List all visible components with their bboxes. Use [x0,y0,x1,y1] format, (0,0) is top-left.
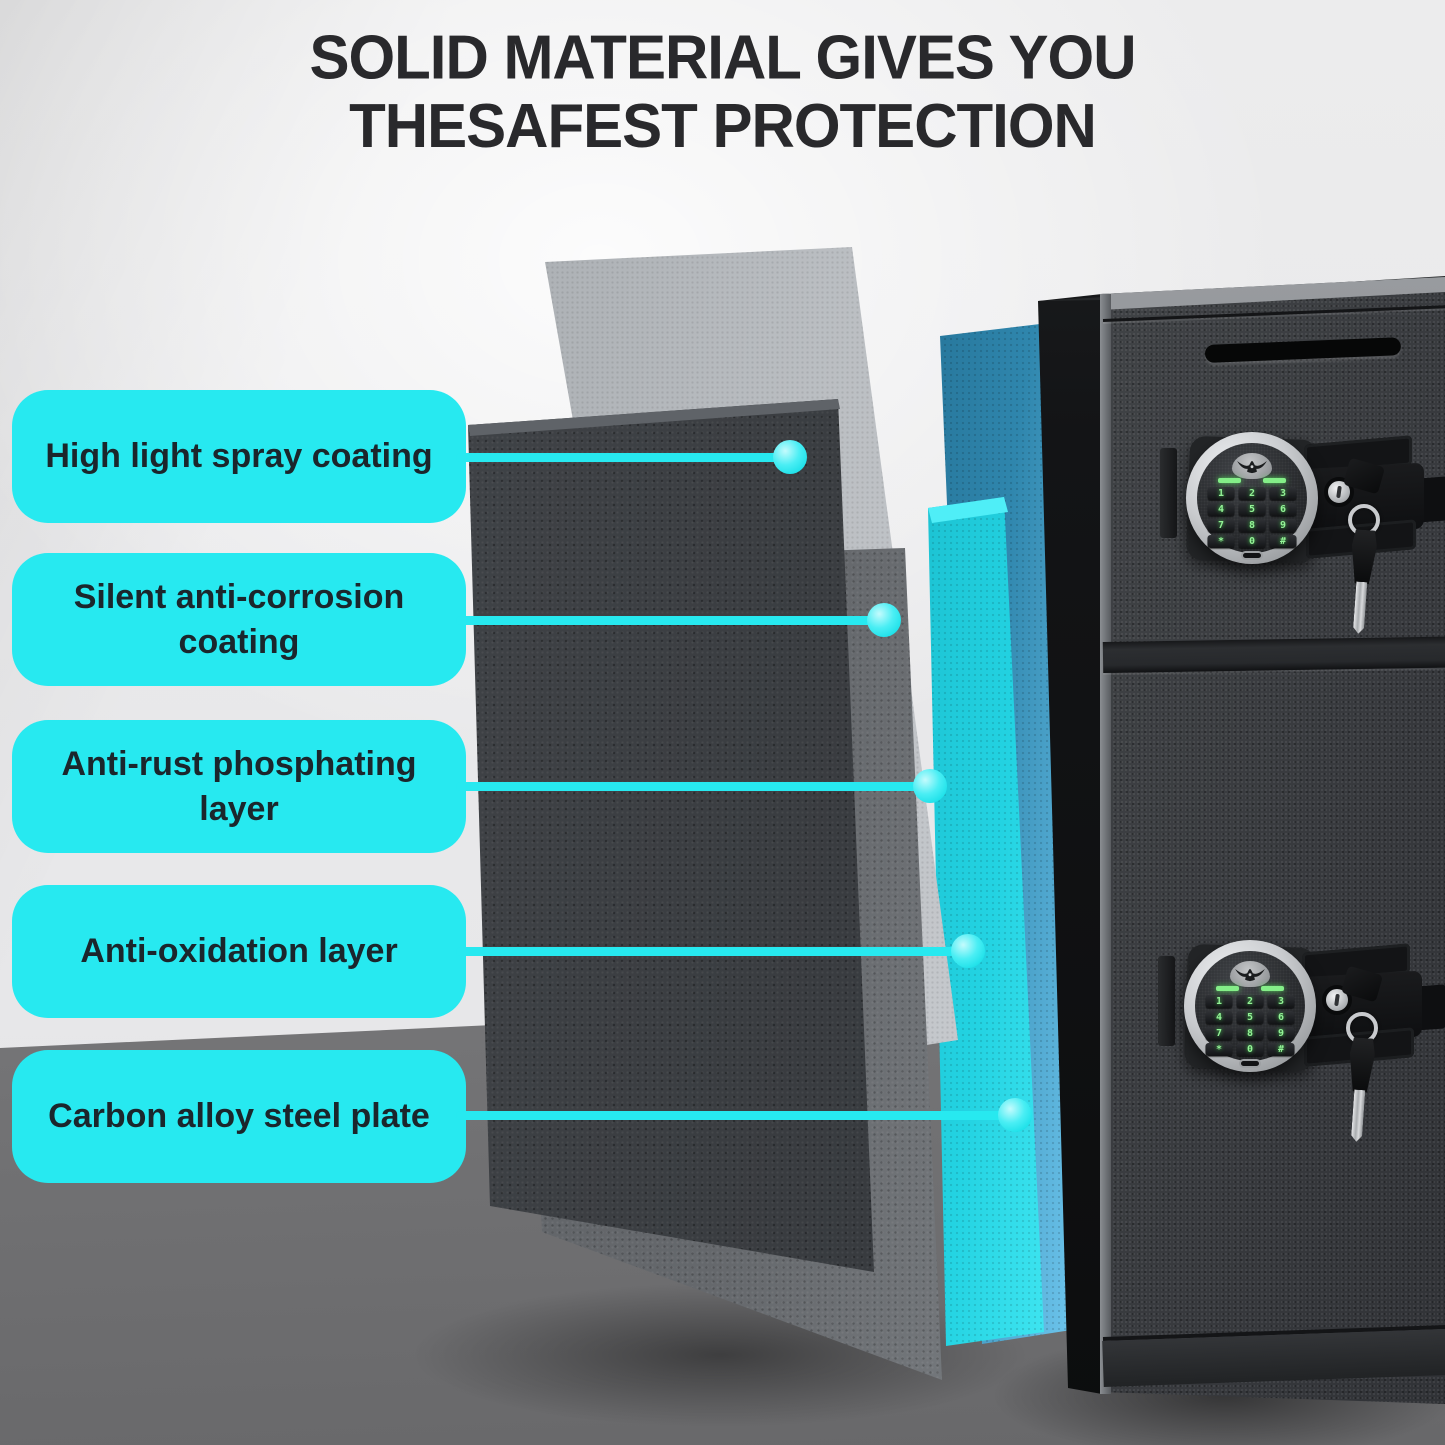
eagle-logo-icon [1230,961,1270,987]
keypad-key: 9 [1267,1027,1295,1040]
callout-line [456,453,790,462]
layer-label-pill: Anti-rust phosphating layer [12,720,466,853]
keypad-key: * [1205,1043,1233,1056]
keypad-hinge-tab [1160,448,1177,538]
callout-dot-icon [867,603,901,637]
keypad-dash-icon [1261,986,1284,991]
hanging-key-icon [1349,529,1378,585]
callout-line [456,782,930,791]
led-indicator [1241,551,1263,560]
keyhole-icon [1322,985,1352,1015]
callout-line [456,616,884,625]
keypad-key: # [1269,535,1297,548]
plates-floor-shadow [400,1280,1040,1430]
door-gap-band [1102,636,1445,673]
callout-dot-icon [913,769,947,803]
keypad-key: 3 [1267,995,1295,1008]
keypad-key: 6 [1269,503,1297,516]
eagle-logo-icon [1232,453,1272,479]
callout-dot-icon [998,1098,1032,1132]
keypad-key: 8 [1238,519,1266,532]
keypad-key: # [1267,1043,1295,1056]
layer-label-pill: Anti-oxidation layer [12,885,466,1018]
layer-label-pill: Carbon alloy steel plate [12,1050,466,1183]
keypad-key: 5 [1238,503,1266,516]
keypad-key: 8 [1236,1027,1264,1040]
keypad-key: 7 [1205,1027,1233,1040]
keypad-key: 1 [1205,995,1233,1008]
keypad-hinge-tab [1158,956,1175,1046]
callout-line [456,947,968,956]
keypad-dash-icon [1216,986,1239,991]
led-indicator [1239,1059,1261,1068]
keypad-key: 3 [1269,487,1297,500]
layer-label-pill: High light spray coating [12,390,466,523]
keypad-key: 2 [1236,995,1264,1008]
hanging-key-icon [1347,1037,1376,1093]
keypad-key: 0 [1236,1043,1264,1056]
key-head [1347,1037,1376,1093]
keypad-key: 1 [1207,487,1235,500]
title-line-1: SOLID MATERIAL GIVES YOU [309,22,1136,92]
keyhole-slot [1336,485,1342,499]
keyhole-slot [1334,993,1340,1007]
safe-front-left-bevel [1100,294,1111,1394]
keypad-dash-icon [1263,478,1286,483]
layer-label-pill: Silent anti-corrosion coating [12,553,466,686]
key-head [1349,529,1378,585]
keypad-key: 0 [1238,535,1266,548]
keypad-key: 5 [1236,1011,1264,1024]
keypad-key: 4 [1207,503,1235,516]
keypad-dash-icon [1218,478,1241,483]
keypad-key: 9 [1269,519,1297,532]
callout-dot-icon [773,440,807,474]
keypad-key: 7 [1207,519,1235,532]
keypad-key: 4 [1205,1011,1233,1024]
callout-line [456,1111,1015,1120]
keypad-key: * [1207,535,1235,548]
page-title: SOLID MATERIAL GIVES YOU THESAFEST PROTE… [0,23,1445,160]
keypad-key: 6 [1267,1011,1295,1024]
keypad-key: 2 [1238,487,1266,500]
callout-dot-icon [951,934,985,968]
eagle-wings-glyph [1235,969,1265,982]
eagle-wings-glyph [1237,461,1267,474]
title-line-2: THESAFEST PROTECTION [349,90,1097,161]
